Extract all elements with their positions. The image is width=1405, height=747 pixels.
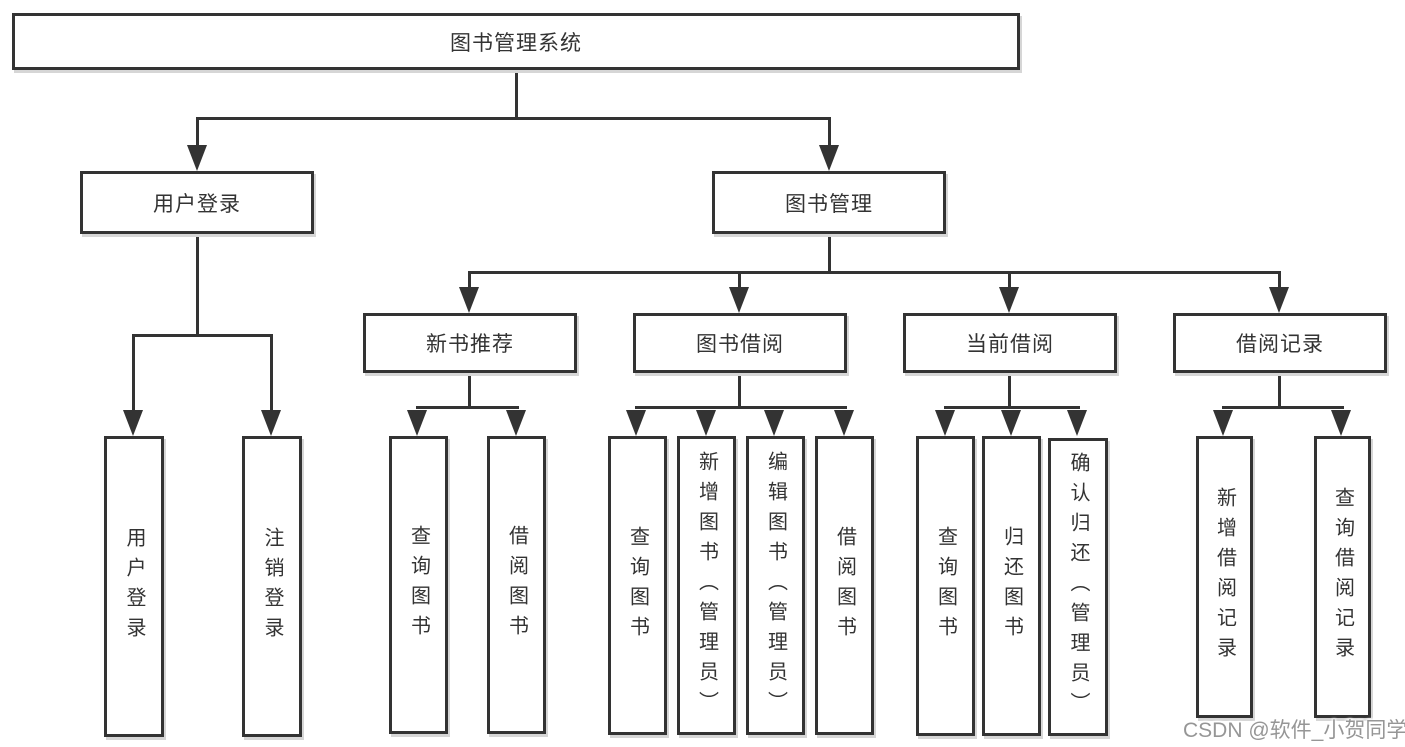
node-book-borrow: 图书借阅 xyxy=(633,313,847,373)
leaf-query-borrow-record: 查询借阅记录 xyxy=(1314,436,1371,718)
arrow-down-icon xyxy=(261,410,281,436)
arrow-down-icon xyxy=(626,410,646,436)
node-new-book-recommend: 新书推荐 xyxy=(363,313,577,373)
connector-line xyxy=(416,406,519,409)
connector-line xyxy=(1008,373,1011,409)
leaf-logout: 注销登录 xyxy=(242,436,302,737)
csdn-watermark: CSDN @软件_小贺同学 xyxy=(1183,719,1405,742)
node-label: 借阅图书 xyxy=(505,525,528,645)
connector-line xyxy=(132,334,135,414)
connector-line xyxy=(196,117,831,120)
leaf-edit-book-admin: 编辑图书（管理员） xyxy=(746,436,805,735)
node-book-management: 图书管理 xyxy=(712,171,946,234)
arrow-down-icon xyxy=(1001,410,1021,436)
arrow-down-icon xyxy=(935,410,955,436)
node-label: 新书推荐 xyxy=(426,333,514,356)
connector-line xyxy=(468,373,471,409)
node-label: 新增图书（管理员） xyxy=(695,450,718,721)
arrow-down-icon xyxy=(459,287,479,313)
leaf-return-book: 归还图书 xyxy=(982,436,1041,736)
leaf-query-books: 查询图书 xyxy=(916,436,975,736)
arrow-down-icon xyxy=(407,410,427,436)
arrow-down-icon xyxy=(729,287,749,313)
arrow-down-icon xyxy=(999,287,1019,313)
node-label: 当前借阅 xyxy=(966,333,1054,356)
node-label: 查询借阅记录 xyxy=(1331,487,1354,667)
connector-line xyxy=(468,271,1281,274)
node-label: 注销登录 xyxy=(261,526,283,647)
connector-line xyxy=(944,406,1080,409)
node-label: 用户登录 xyxy=(123,526,145,647)
node-label: 图书管理 xyxy=(785,192,873,216)
connector-line xyxy=(635,406,847,409)
node-current-borrow: 当前借阅 xyxy=(903,313,1117,373)
connector-line xyxy=(132,334,273,337)
node-label: 图书借阅 xyxy=(696,333,784,356)
leaf-user-login: 用户登录 xyxy=(104,436,164,737)
arrow-down-icon xyxy=(123,410,143,436)
arrow-down-icon xyxy=(1269,287,1289,313)
node-label: 归还图书 xyxy=(1000,526,1023,646)
leaf-borrow-books: 借阅图书 xyxy=(487,436,546,734)
leaf-add-borrow-record: 新增借阅记录 xyxy=(1196,436,1253,718)
connector-line xyxy=(1278,373,1281,409)
leaf-confirm-return-admin: 确认归还（管理员） xyxy=(1048,438,1108,736)
leaf-borrow-books: 借阅图书 xyxy=(815,436,874,735)
connector-line xyxy=(738,373,741,409)
arrow-down-icon xyxy=(1331,410,1351,436)
connector-line xyxy=(1278,271,1281,293)
connector-line xyxy=(1008,271,1011,293)
node-label: 查询图书 xyxy=(934,526,957,646)
leaf-query-books: 查询图书 xyxy=(389,436,448,734)
arrow-down-icon xyxy=(506,410,526,436)
connector-line xyxy=(270,334,273,414)
connector-line xyxy=(468,271,471,293)
node-label: 确认归还（管理员） xyxy=(1067,452,1089,722)
node-label: 查询图书 xyxy=(407,525,430,645)
node-library-system: 图书管理系统 xyxy=(12,13,1020,70)
connector-line xyxy=(515,70,518,120)
node-label: 借阅图书 xyxy=(833,525,856,646)
connector-line xyxy=(738,271,741,293)
arrow-down-icon xyxy=(819,145,839,171)
node-label: 图书管理系统 xyxy=(450,31,582,55)
node-label: 用户登录 xyxy=(153,192,241,216)
connector-line xyxy=(1222,406,1344,409)
connector-line xyxy=(196,234,199,336)
node-label: 新增借阅记录 xyxy=(1213,487,1236,667)
node-borrow-records: 借阅记录 xyxy=(1173,313,1387,373)
connector-line xyxy=(828,234,831,274)
node-label: 借阅记录 xyxy=(1236,333,1324,356)
arrow-down-icon xyxy=(834,410,854,436)
arrow-down-icon xyxy=(1067,410,1087,436)
arrow-down-icon xyxy=(764,410,784,436)
arrow-down-icon xyxy=(187,145,207,171)
arrow-down-icon xyxy=(696,410,716,436)
connector-line xyxy=(828,117,831,150)
leaf-query-books: 查询图书 xyxy=(608,436,667,735)
node-label: 查询图书 xyxy=(626,525,649,646)
node-user-login-group: 用户登录 xyxy=(80,171,314,234)
leaf-add-book-admin: 新增图书（管理员） xyxy=(677,436,736,735)
arrow-down-icon xyxy=(1213,410,1233,436)
connector-line xyxy=(196,117,199,150)
node-label: 编辑图书（管理员） xyxy=(764,450,787,721)
